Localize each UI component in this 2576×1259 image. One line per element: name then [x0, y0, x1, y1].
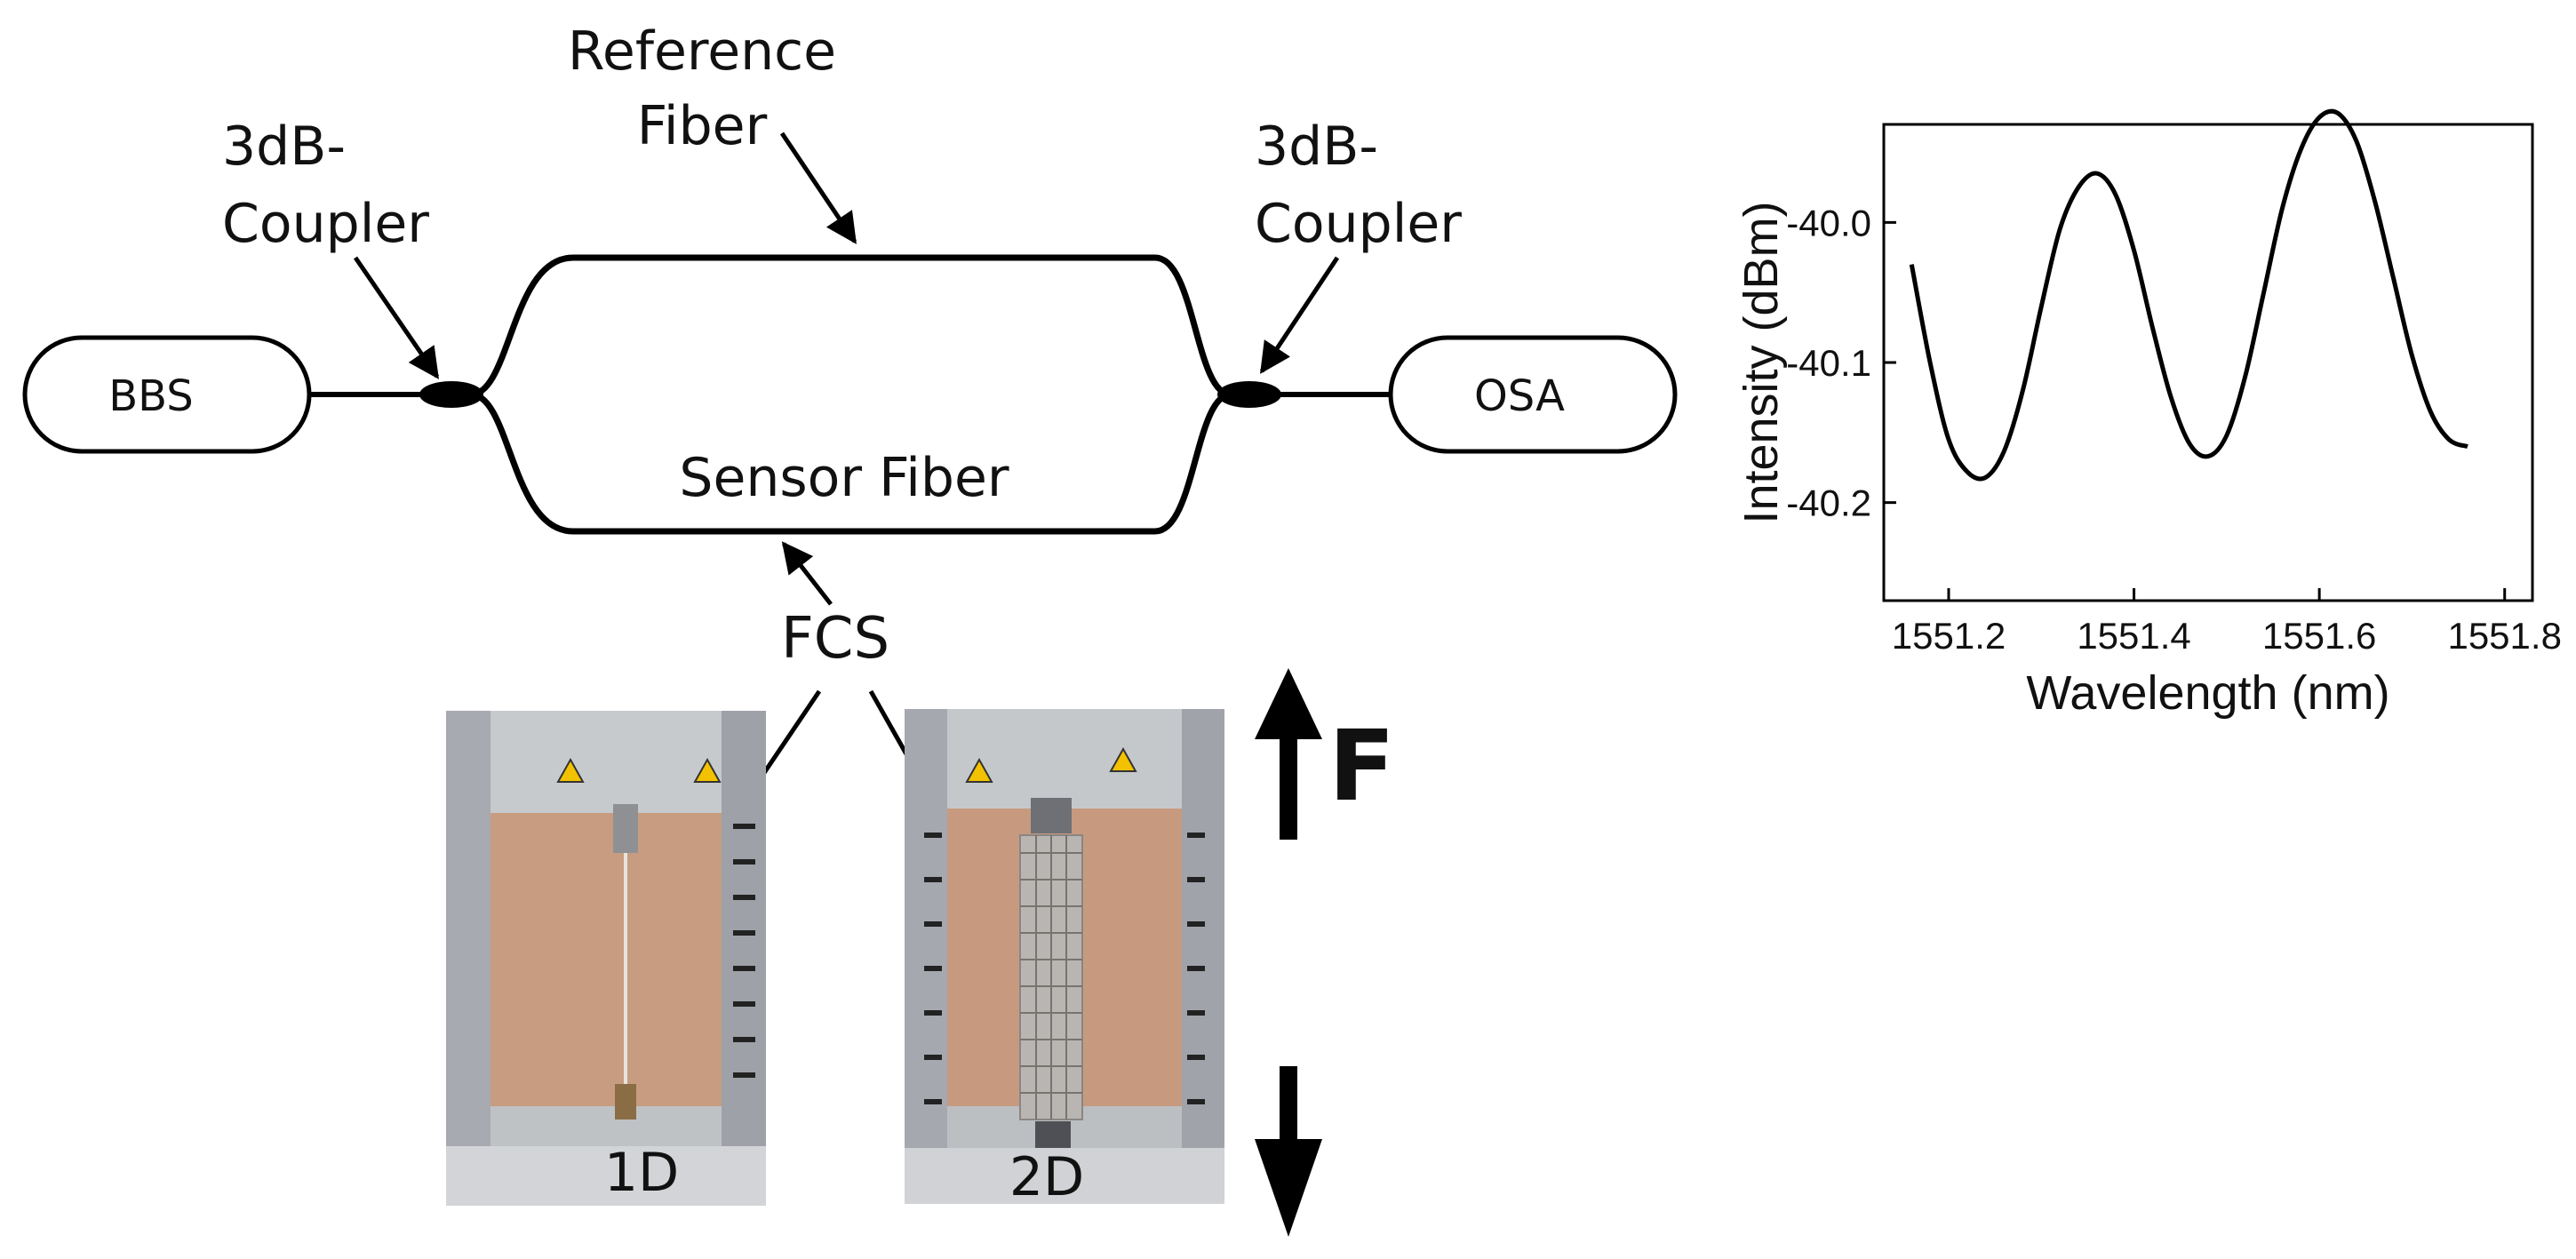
photo-2d-test-rig: 2D	[905, 709, 1224, 1208]
sensor-fiber-pointer-arrow	[781, 541, 833, 606]
osa-analyzer-box: OSA	[1388, 335, 1678, 454]
y-axis-label: Intensity (dBm)	[1735, 201, 1788, 523]
reference-fiber-label-line1: Reference	[568, 20, 836, 83]
photo-2d-label: 2D	[1009, 1146, 1084, 1208]
bbs-label: BBS	[108, 371, 193, 421]
x-axis-label: Wavelength (nm)	[2026, 666, 2389, 720]
x-tick-label: 1551.2	[1892, 615, 2006, 657]
photo-1d-test-rig: 1D	[446, 711, 766, 1206]
reference-fiber-arm	[470, 254, 1232, 398]
right-3db-coupler	[1217, 381, 1281, 408]
x-axis-ticks: 1551.2 1551.4 1551.6 1551.8	[1892, 588, 2562, 657]
warning-sign-icon	[693, 757, 722, 783]
y-tick-label: -40.1	[1786, 342, 1871, 384]
fcs-label: FCS	[781, 606, 889, 672]
osa-label: OSA	[1474, 371, 1565, 421]
photo-1d-label: 1D	[604, 1142, 679, 1204]
shelf-slats	[924, 833, 1205, 1104]
warning-sign-icon	[1109, 746, 1137, 772]
right-coupler-label-line2: Coupler	[1255, 193, 1462, 255]
right-coupler-pointer-arrow	[1259, 256, 1340, 374]
y-axis-ticks: -40.0 -40.1 -40.2	[1786, 202, 1896, 524]
left-3db-coupler	[419, 381, 483, 408]
warning-sign-icon	[965, 757, 993, 783]
sensor-fiber-label: Sensor Fiber	[679, 447, 1009, 509]
force-down-arrow-icon	[1255, 1066, 1322, 1237]
x-tick-label: 1551.8	[2447, 615, 2561, 657]
reference-fiber-label-line2: Fiber	[637, 95, 768, 157]
shelf-slats	[733, 824, 755, 1078]
force-up-arrow-icon	[1255, 668, 1322, 840]
right-coupler-label-line1: 3dB-	[1255, 116, 1378, 178]
mesh-lines	[1020, 835, 1082, 1120]
force-indicator: F	[1255, 668, 1395, 1237]
sensor-fiber-arm	[470, 391, 1232, 535]
plot-frame	[1882, 123, 2534, 602]
spectrum-chart: 1551.2 1551.4 1551.6 1551.8 -40.0 -40.1 -40.2…	[1735, 108, 2562, 720]
x-tick-label: 1551.4	[2077, 615, 2190, 657]
y-tick-label: -40.0	[1786, 202, 1871, 243]
warning-sign-icon	[556, 757, 585, 783]
force-label: F	[1328, 709, 1395, 823]
left-coupler-label-line2: Coupler	[222, 193, 429, 255]
series-line	[1909, 108, 2468, 482]
reference-fiber-pointer-arrow	[779, 131, 857, 244]
left-coupler-label-line1: 3dB-	[222, 116, 346, 178]
interferometer-schematic: BBS OSA 3dB- Coupler 3dB- Coupler Refere…	[22, 20, 1678, 928]
x-tick-label: 1551.6	[2262, 615, 2376, 657]
left-coupler-pointer-arrow	[353, 256, 440, 379]
bbs-source-box: BBS	[22, 335, 312, 454]
y-tick-label: -40.2	[1786, 482, 1871, 524]
